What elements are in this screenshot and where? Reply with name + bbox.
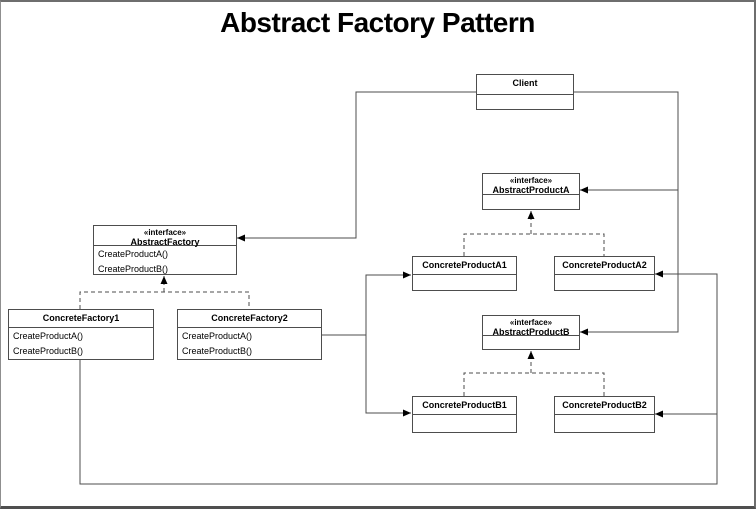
class-name: ConcreteProductB2 <box>562 400 647 410</box>
class-client: Client <box>476 74 574 110</box>
diagram-title: Abstract Factory Pattern <box>220 7 535 38</box>
class-concrete-product-a2-header: ConcreteProductA2 <box>555 257 654 275</box>
class-name: AbstractProductB <box>492 327 570 337</box>
class-concrete-product-b1-body <box>413 415 516 432</box>
edge-concretefactory2-concreteproductb1 <box>365 335 411 417</box>
class-concrete-product-a1: ConcreteProductA1 <box>412 256 517 291</box>
edge-concretefactory1-concreteproducta2 <box>79 270 718 485</box>
method-label: CreateProductA() <box>13 331 84 341</box>
class-concrete-factory-1-header: ConcreteFactory1 <box>9 310 153 328</box>
edge-client-abstractproductb <box>574 91 679 336</box>
class-client-header: Client <box>477 75 573 95</box>
class-concrete-product-a2-body <box>555 275 654 290</box>
class-name: ConcreteProductA1 <box>422 260 507 270</box>
class-abstract-product-a-body <box>483 195 579 209</box>
stereotype-label: «interface» <box>143 228 187 237</box>
class-concrete-factory-2-body: CreateProductA() CreateProductB() <box>178 328 321 359</box>
class-name: AbstractProductA <box>492 185 570 195</box>
class-abstract-product-b: «interface» AbstractProductB <box>482 315 580 350</box>
stereotype-label: «interface» <box>509 176 553 185</box>
class-concrete-factory-1-body: CreateProductA() CreateProductB() <box>9 328 153 359</box>
method-label: CreateProductA() <box>98 249 169 259</box>
class-abstract-factory-body: CreateProductA() CreateProductB() <box>94 246 236 277</box>
class-name: ConcreteFactory2 <box>211 313 288 323</box>
edge-concreteproductsa-realize-tree <box>463 233 605 256</box>
class-abstract-product-b-header: «interface» AbstractProductB <box>483 316 579 337</box>
method-label: CreateProductB() <box>98 264 169 274</box>
class-abstract-product-a: «interface» AbstractProductA <box>482 173 580 210</box>
stereotype-label: «interface» <box>509 318 553 327</box>
edge-concretefactory2-concreteproducta1 <box>322 271 411 336</box>
class-concrete-product-a1-body <box>413 275 516 290</box>
class-concrete-factory-2-header: ConcreteFactory2 <box>178 310 321 328</box>
edge-concretefactories-realize-tree <box>79 291 250 309</box>
class-concrete-factory-1: ConcreteFactory1 CreateProductA() Create… <box>8 309 154 360</box>
class-name: Client <box>512 78 538 88</box>
class-name: ConcreteProductB1 <box>422 400 507 410</box>
edge-concreteproductsb-realize-tree <box>463 372 605 396</box>
class-name: AbstractFactory <box>130 237 200 247</box>
edge-client-abstractfactory <box>237 91 476 242</box>
class-concrete-product-b2: ConcreteProductB2 <box>554 396 655 433</box>
class-abstract-factory-header: «interface» AbstractFactory <box>94 226 236 247</box>
class-concrete-factory-2: ConcreteFactory2 CreateProductA() Create… <box>177 309 322 360</box>
class-concrete-product-b2-header: ConcreteProductB2 <box>555 397 654 415</box>
class-name: ConcreteFactory1 <box>42 313 120 323</box>
class-client-body <box>477 95 573 109</box>
method-label: CreateProductA() <box>182 331 253 341</box>
class-concrete-product-b2-body <box>555 415 654 432</box>
method-label: CreateProductB() <box>13 346 84 356</box>
class-abstract-product-b-body <box>483 336 579 349</box>
class-name: ConcreteProductA2 <box>562 260 647 270</box>
class-concrete-product-b1: ConcreteProductB1 <box>412 396 517 433</box>
class-concrete-product-b1-header: ConcreteProductB1 <box>413 397 516 415</box>
class-concrete-product-a2: ConcreteProductA2 <box>554 256 655 291</box>
class-abstract-factory: «interface» AbstractFactory CreateProduc… <box>93 225 237 275</box>
class-abstract-product-a-header: «interface» AbstractProductA <box>483 174 579 195</box>
method-label: CreateProductB() <box>182 346 253 356</box>
class-concrete-product-a1-header: ConcreteProductA1 <box>413 257 516 275</box>
